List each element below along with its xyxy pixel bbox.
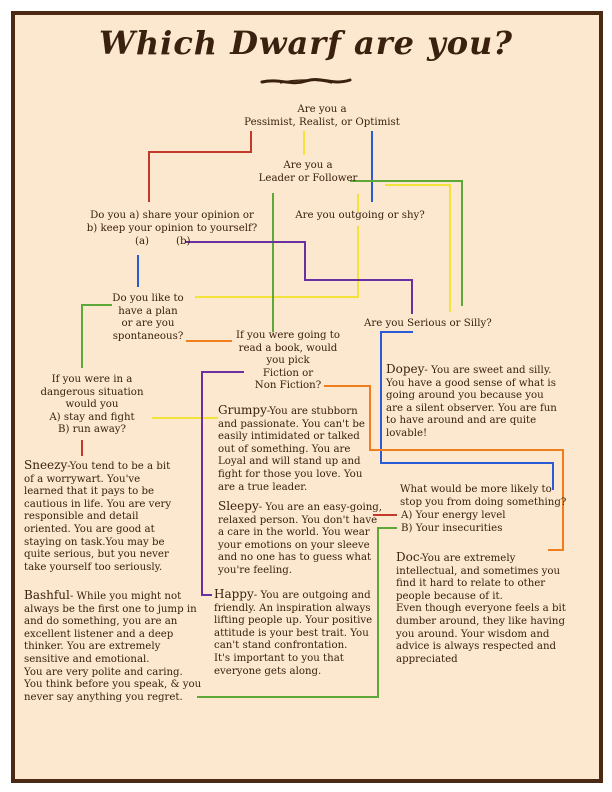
question-dangerous-situation: If you were in a dangerous situation wou… [40, 374, 144, 436]
page-frame [11, 11, 603, 783]
question-stop-you: What would be more likely to stop you fr… [400, 484, 567, 508]
dwarf-bashful: Bashful- While you might not always be t… [24, 589, 209, 704]
connector-purple-1 [185, 241, 413, 314]
dwarf-doc: Doc-You are extremely intellectual, and … [396, 551, 582, 666]
dwarf-happy-name: Happy [214, 587, 254, 601]
answer-a-label: (a) [135, 236, 150, 247]
answer-b-label: (b) [176, 236, 191, 247]
question-pessimist-realist-optimist: Are you a Pessimist, Realist, or Optimis… [244, 104, 400, 128]
connector-green-2 [350, 180, 463, 306]
dwarf-happy-text: - You are outgoing and friendly. An insp… [214, 590, 373, 677]
dwarf-doc-text: -You are extremely intellectual, and som… [396, 553, 566, 665]
page-title: Which Dwarf are you? [98, 24, 514, 62]
connector-yellow-4 [385, 184, 451, 312]
dwarf-sneezy-text: -You tend to be a bit of a worrywart. Yo… [24, 461, 172, 573]
dwarf-sneezy: Sneezy-You tend to be a bit of a worrywa… [24, 459, 199, 574]
title-flourish [260, 78, 352, 85]
question-leader-follower: Are you a Leader or Follower [258, 160, 358, 184]
dwarf-grumpy: Grumpy-You are stubborn and passionate. … [218, 404, 383, 494]
dwarf-grumpy-name: Grumpy [218, 403, 267, 417]
dwarf-bashful-name: Bashful [24, 588, 70, 602]
dwarf-doc-name: Doc [396, 550, 420, 564]
connector-green-3 [81, 304, 112, 368]
question-plan-spontaneous: Do you like to have a plan or are you sp… [112, 293, 184, 342]
connector-purple-2 [201, 371, 244, 596]
dwarf-dopey-text: - You are sweet and silly. You have a go… [386, 365, 557, 439]
connector-red-1 [148, 131, 252, 202]
dwarf-dopey-name: Dopey [386, 362, 425, 376]
dwarf-dopey: Dopey- You are sweet and silly. You have… [386, 363, 586, 441]
dwarf-sleepy: Sleepy- You are an easy-going, relaxed p… [218, 500, 383, 578]
dwarf-sleepy-text: - You are an easy-going, relaxed person.… [218, 502, 383, 576]
dwarf-happy: Happy- You are outgoing and friendly. An… [214, 588, 384, 678]
connector-blue-3 [380, 331, 554, 490]
connector-green-4 [197, 527, 397, 698]
question-fiction-nonfiction: If you were going to read a book, would … [235, 330, 341, 392]
answer-energy-level: A) Your energy level [401, 510, 506, 521]
dwarf-sleepy-name: Sleepy [218, 499, 259, 513]
answer-insecurities: B) Your insecurities [401, 523, 503, 534]
question-outgoing-shy: Are you outgoing or shy? [295, 210, 425, 221]
connector-yellow-3 [195, 226, 359, 298]
dwarf-grumpy-text: -You are stubborn and passionate. You ca… [218, 406, 365, 493]
question-serious-silly: Are you Serious or Silly? [364, 318, 492, 329]
connector-orange-2 [324, 385, 564, 551]
dwarf-sneezy-name: Sneezy [24, 458, 68, 472]
question-share-opinion: Do you a) share your opinion or b) keep … [86, 210, 258, 234]
dwarf-bashful-text: - While you might not always be the firs… [24, 591, 202, 703]
